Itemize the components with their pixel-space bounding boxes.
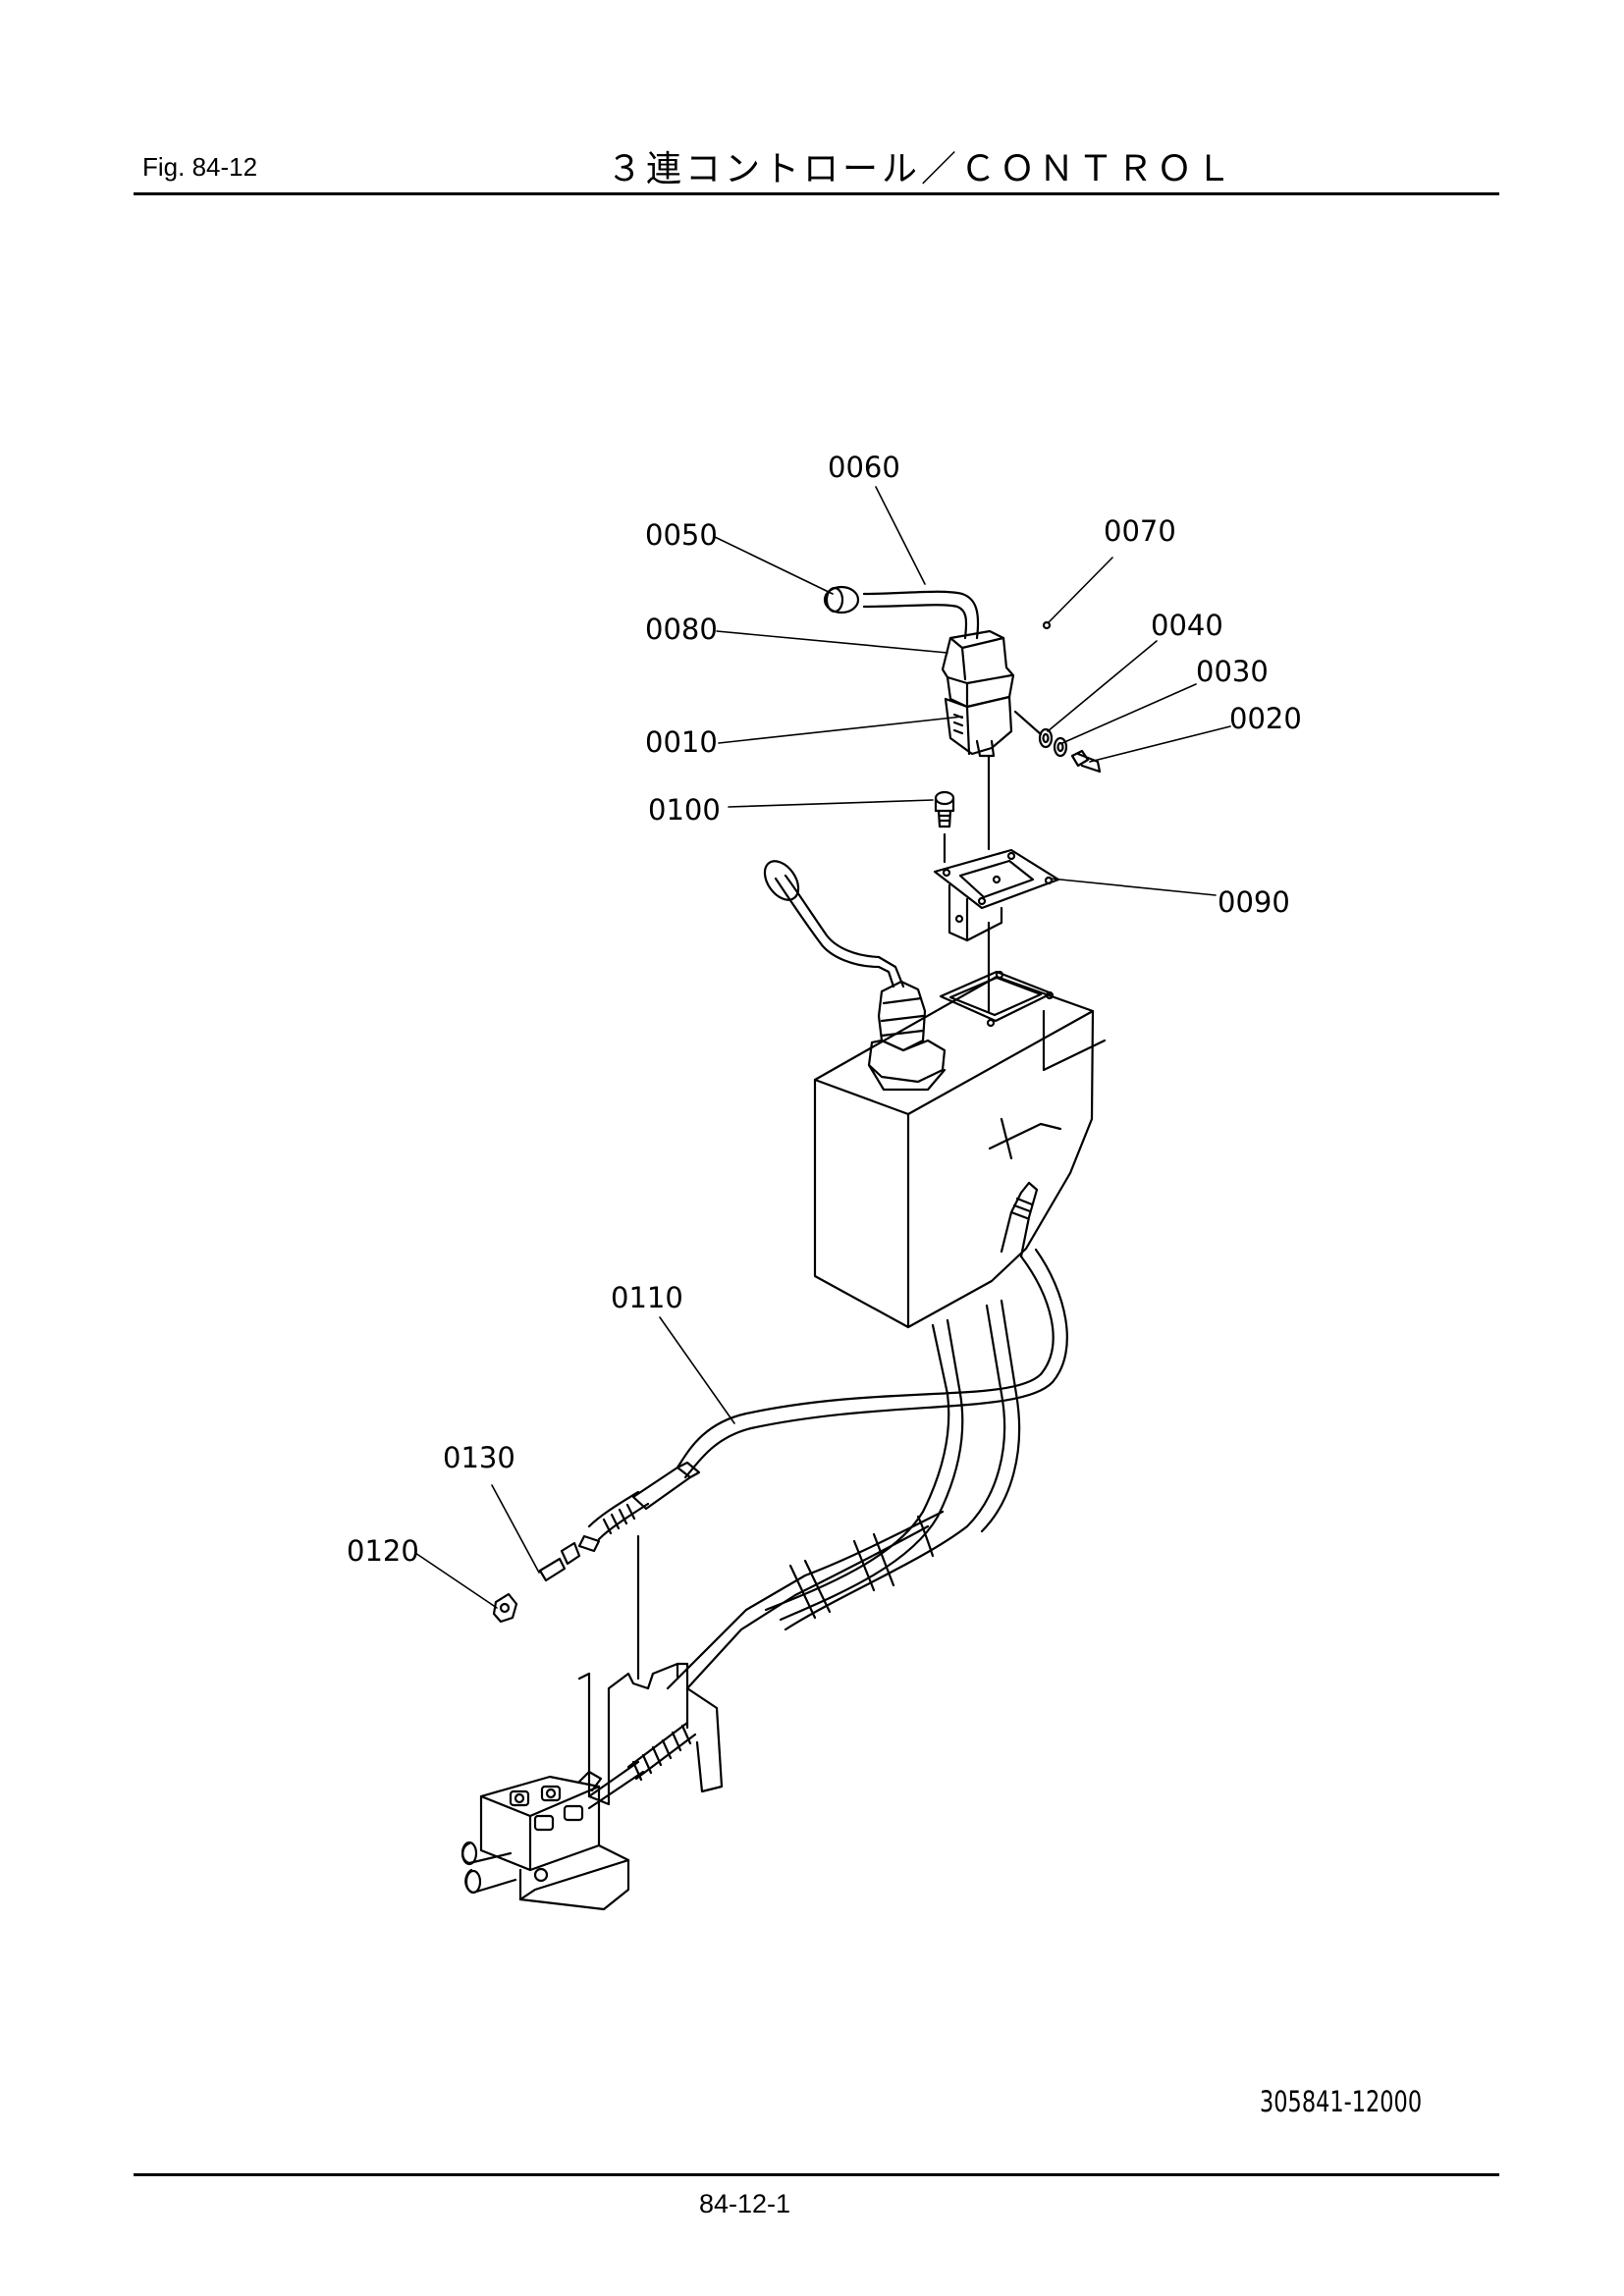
main-lever-part bbox=[763, 860, 947, 1092]
figure-number: Fig. 84-12 bbox=[142, 152, 258, 182]
callout-0040: 0040 bbox=[1151, 609, 1223, 642]
cable-bracket-part bbox=[577, 1662, 724, 1806]
callout-0100: 0100 bbox=[648, 793, 721, 827]
cable-end-rod-part bbox=[577, 1461, 701, 1553]
callout-0020: 0020 bbox=[1229, 702, 1302, 735]
header-divider bbox=[134, 192, 1499, 195]
callout-0090: 0090 bbox=[1218, 885, 1290, 919]
callout-0060: 0060 bbox=[828, 451, 900, 484]
callout-0050: 0050 bbox=[645, 518, 718, 552]
callout-0130: 0130 bbox=[443, 1441, 515, 1474]
callout-0080: 0080 bbox=[645, 613, 718, 646]
cover-plate-part bbox=[933, 848, 1060, 942]
cable-spring-part bbox=[577, 1721, 697, 1810]
conduit-bundle-part bbox=[666, 1510, 945, 1690]
footer-divider bbox=[134, 2173, 1499, 2176]
callout-0030: 0030 bbox=[1196, 655, 1269, 688]
leader-lines bbox=[414, 486, 1231, 1609]
nut-0120-part bbox=[492, 1592, 518, 1624]
washer-0030-part bbox=[1053, 736, 1068, 758]
screw-0100-part bbox=[934, 790, 955, 828]
joystick-lever-part bbox=[823, 585, 980, 640]
drawing-number: 305841-12000 bbox=[1260, 2085, 1423, 2118]
callout-0110: 0110 bbox=[611, 1281, 683, 1314]
joystick-boot-part bbox=[941, 629, 1015, 709]
page-number: 84-12-1 bbox=[699, 2189, 791, 2218]
control-box-part bbox=[813, 970, 1107, 1329]
nut-0130-part bbox=[538, 1541, 581, 1582]
control-cable-part bbox=[676, 1248, 1068, 1631]
callout-0120: 0120 bbox=[347, 1534, 419, 1568]
page-title: ３連コントロール／ＣＯＮＴＲＯＬ bbox=[607, 149, 1236, 189]
callout-0070: 0070 bbox=[1104, 514, 1176, 548]
control-valve-part bbox=[460, 1775, 630, 1911]
callout-0010: 0010 bbox=[645, 725, 718, 759]
cable-connector-part bbox=[1000, 1117, 1039, 1258]
bolt-0020-part bbox=[1070, 749, 1102, 774]
grease-nipple-part bbox=[1042, 620, 1052, 630]
joystick-base-part bbox=[944, 695, 1013, 758]
washer-0040-part bbox=[1038, 727, 1054, 749]
